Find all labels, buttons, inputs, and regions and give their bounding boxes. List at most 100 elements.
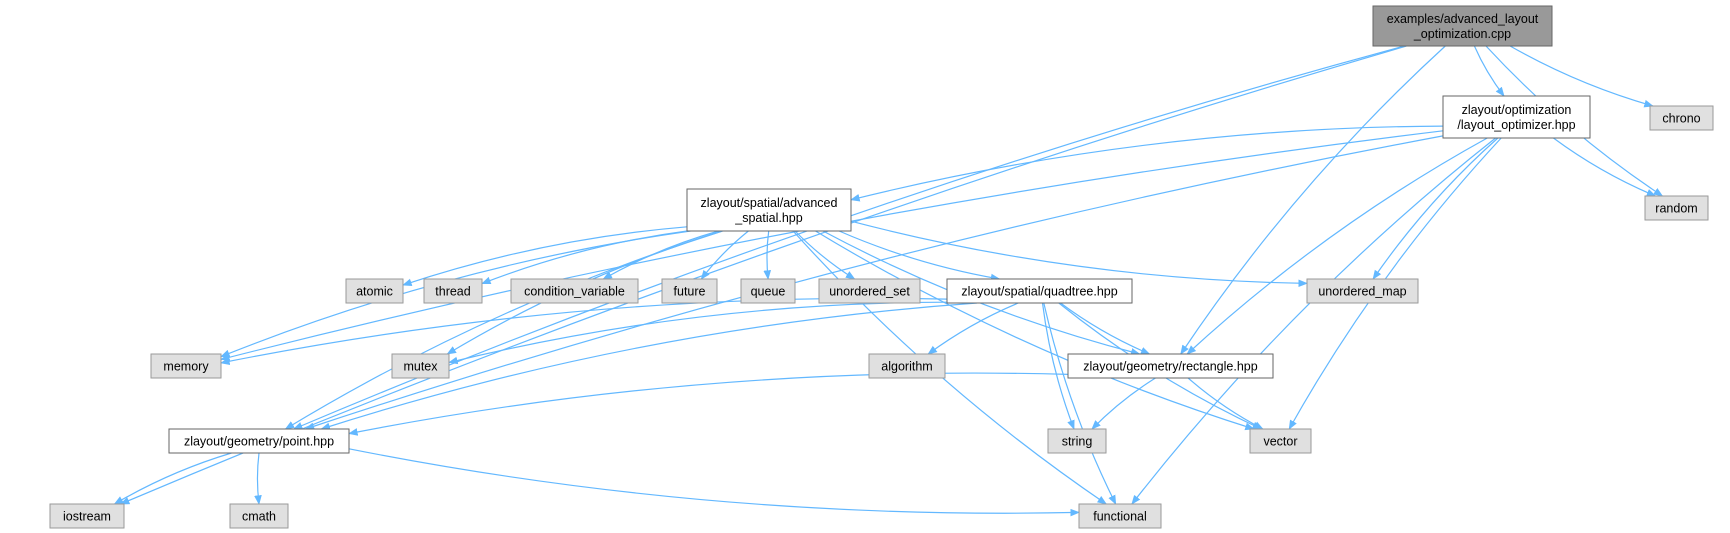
node-optimizer[interactable]: zlayout/optimization/layout_optimizer.hp… (1442, 95, 1591, 139)
node-point[interactable]: zlayout/geometry/point.hpp (168, 428, 350, 454)
node-random-box (1644, 195, 1709, 221)
node-algorithm-label: algorithm (881, 360, 932, 374)
node-chrono-box (1649, 105, 1714, 131)
edge-adv_spatial-to-quadtree (838, 230, 1001, 282)
node-point-box (168, 428, 350, 454)
node-string-label: string (1062, 435, 1093, 449)
edge-quadtree-to-rectangle (1060, 302, 1151, 355)
node-mutex-label: mutex (403, 360, 438, 374)
nodes-layer: examples/advanced_layout_optimization.cp… (49, 5, 1714, 529)
node-unordered_set-label: unordered_set (829, 285, 910, 299)
node-atomic-box (345, 278, 404, 304)
edge-rectangle-to-point (348, 372, 1069, 436)
node-condvar-label: condition_variable (524, 285, 625, 299)
edge-adv_spatial-to-future (700, 230, 749, 280)
node-quadtree-box (946, 278, 1133, 304)
node-condvar-box (510, 278, 639, 304)
node-quadtree-label: zlayout/spatial/quadtree.hpp (961, 285, 1117, 299)
node-adv_spatial-label: zlayout/spatial/advanced (701, 196, 838, 210)
edge-optimizer-to-functional (1131, 137, 1496, 505)
node-condvar: condition_variable (510, 278, 639, 304)
node-quadtree[interactable]: zlayout/spatial/quadtree.hpp (946, 278, 1133, 304)
node-rectangle-label: zlayout/geometry/rectangle.hpp (1083, 360, 1257, 374)
edge-quadtree-to-point (320, 302, 978, 431)
edge-adv_spatial-to-functional (792, 230, 1107, 505)
node-main[interactable]: examples/advanced_layout_optimization.cp… (1372, 5, 1553, 47)
edge-point-to-iostream (113, 452, 232, 505)
node-atomic-label: atomic (356, 285, 393, 299)
node-functional: functional (1078, 503, 1162, 529)
node-unordered_set-box (818, 278, 921, 304)
node-future: future (661, 278, 718, 304)
node-algorithm-box (868, 353, 946, 379)
edge-adv_spatial-to-atomic (402, 226, 688, 287)
node-unordered_map-label: unordered_map (1318, 285, 1406, 299)
node-cmath-label: cmath (242, 510, 276, 524)
edge-rectangle-to-string (1091, 377, 1156, 430)
edge-quadtree-to-functional (1043, 302, 1117, 505)
node-cmath: cmath (229, 503, 289, 529)
node-queue: queue (740, 278, 796, 304)
edge-quadtree-to-memory (220, 297, 948, 365)
node-rectangle-box (1067, 353, 1274, 379)
node-vector-box (1249, 428, 1312, 454)
node-functional-label: functional (1093, 510, 1147, 524)
edge-optimizer-to-vector (1288, 137, 1502, 430)
edge-point-to-cmath (254, 452, 262, 505)
node-random-label: random (1655, 202, 1697, 216)
node-vector-label: vector (1263, 435, 1297, 449)
node-future-box (661, 278, 718, 304)
node-queue-box (740, 278, 796, 304)
edge-quadtree-to-string (1041, 302, 1075, 430)
node-main-label: _optimization.cpp (1413, 27, 1511, 41)
node-mutex-box (391, 353, 450, 379)
node-atomic: atomic (345, 278, 404, 304)
node-random: random (1644, 195, 1709, 221)
node-adv_spatial[interactable]: zlayout/spatial/advanced_spatial.hpp (686, 188, 852, 232)
node-adv_spatial-label: _spatial.hpp (734, 211, 802, 225)
node-iostream-label: iostream (63, 510, 111, 524)
node-rectangle[interactable]: zlayout/geometry/rectangle.hpp (1067, 353, 1274, 379)
edge-adv_spatial-to-point (284, 230, 723, 430)
node-string-box (1047, 428, 1107, 454)
node-adv_spatial-box (686, 188, 852, 232)
node-unordered_map-box (1306, 278, 1419, 304)
node-point-label: zlayout/geometry/point.hpp (184, 435, 334, 449)
edge-optimizer-to-unordered_map (1372, 137, 1499, 280)
edge-optimizer-to-adv_spatial (850, 125, 1444, 202)
edge-optimizer-to-random (1553, 137, 1657, 197)
edge-quadtree-to-algorithm (927, 302, 1019, 355)
node-memory-box (150, 353, 222, 379)
node-unordered_map: unordered_map (1306, 278, 1419, 304)
node-thread-box (423, 278, 483, 304)
edge-adv_spatial-to-unordered_map (850, 220, 1308, 288)
node-optimizer-label: zlayout/optimization (1462, 103, 1572, 117)
edge-adv_spatial-to-vector (815, 230, 1255, 431)
edge-adv_spatial-to-unordered_set (794, 230, 856, 280)
edge-main-to-optimizer (1473, 45, 1505, 97)
node-thread: thread (423, 278, 483, 304)
node-string: string (1047, 428, 1107, 454)
node-memory: memory (150, 353, 222, 379)
node-algorithm: algorithm (868, 353, 946, 379)
edge-optimizer-to-rectangle (1186, 137, 1488, 355)
node-unordered_set: unordered_set (818, 278, 921, 304)
node-optimizer-box (1442, 95, 1591, 139)
node-optimizer-label: /layout_optimizer.hpp (1457, 118, 1575, 132)
node-chrono-label: chrono (1662, 112, 1700, 126)
node-functional-box (1078, 503, 1162, 529)
node-thread-label: thread (435, 285, 470, 299)
node-main-box (1372, 5, 1553, 47)
edges-layer (113, 45, 1664, 517)
edge-main-to-rectangle (1180, 45, 1446, 355)
edge-main-to-chrono (1509, 45, 1654, 108)
node-chrono: chrono (1649, 105, 1714, 131)
edge-point-to-functional (348, 448, 1080, 517)
node-main-label: examples/advanced_layout (1387, 12, 1539, 26)
edge-adv_spatial-to-thread (481, 230, 688, 285)
node-memory-label: memory (163, 360, 209, 374)
node-iostream-box (49, 503, 125, 529)
edge-adv_spatial-to-queue (763, 230, 772, 280)
node-vector: vector (1249, 428, 1312, 454)
